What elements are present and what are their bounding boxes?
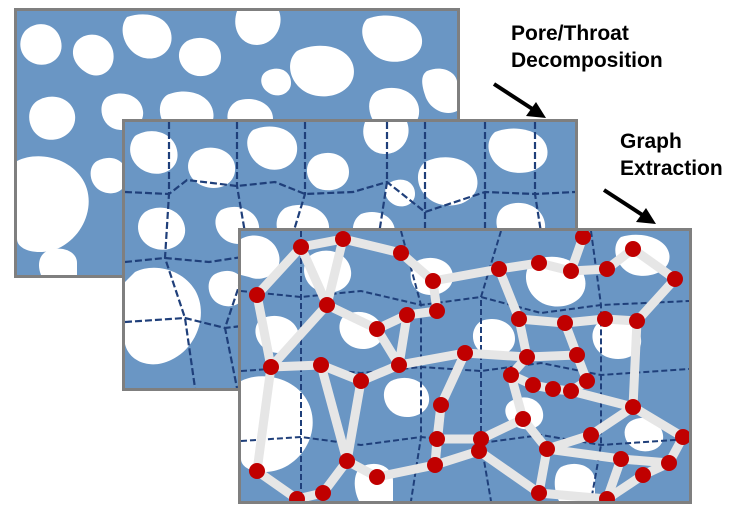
graph-node: [579, 373, 595, 389]
graph-node: [563, 263, 579, 279]
graph-edge: [460, 348, 532, 362]
graph-node: [515, 411, 531, 427]
graph-node: [625, 241, 641, 257]
graph-node: [563, 383, 579, 399]
graph-edge: [252, 290, 276, 372]
graph-node: [597, 311, 613, 327]
graph-node: [339, 453, 355, 469]
graph-edge: [252, 242, 306, 300]
graph-node: [429, 431, 445, 447]
graph-edge: [586, 402, 638, 440]
graph-edge: [494, 264, 524, 324]
graph-edge: [394, 348, 470, 370]
graph-edge: [322, 300, 382, 334]
graph-node: [335, 231, 351, 247]
graph-extraction-step-label: Graph Extraction: [620, 128, 723, 182]
graph-edge: [436, 348, 470, 410]
graph-edge: [428, 264, 504, 286]
graph-node: [425, 273, 441, 289]
graph-extraction-label-line-1: Graph: [620, 130, 682, 153]
graph-edge: [628, 244, 680, 284]
graph-edge: [296, 242, 332, 310]
graph-node: [471, 443, 487, 459]
graph-node: [503, 367, 519, 383]
graph-node: [249, 287, 265, 303]
graph-node: [557, 315, 573, 331]
graph-node: [491, 261, 507, 277]
graph-node: [393, 245, 409, 261]
graph-node: [667, 271, 683, 287]
pore-network-graph-panel: [238, 228, 692, 504]
graph-node: [473, 431, 489, 447]
graph-edge: [322, 234, 348, 310]
graph-node: [625, 399, 641, 415]
graph-node: [249, 463, 265, 479]
graph-node: [629, 313, 645, 329]
graph-edge: [534, 488, 612, 501]
graph-node: [613, 451, 629, 467]
graph-node: [353, 373, 369, 389]
decomposition-label-line-1: Pore/Throat: [511, 22, 629, 45]
graph-node: [545, 381, 561, 397]
graph-node: [429, 303, 445, 319]
graph-node: [675, 429, 689, 445]
graph-edge: [628, 316, 642, 412]
graph-node: [391, 357, 407, 373]
decomposition-step-label: Pore/Throat Decomposition: [511, 20, 663, 74]
graph-edge: [316, 360, 352, 466]
graph-edge: [372, 460, 440, 482]
graph-node: [519, 349, 535, 365]
graph-node: [427, 457, 443, 473]
graph-node: [599, 261, 615, 277]
graph-node: [293, 239, 309, 255]
graph-node: [569, 347, 585, 363]
graph-edge: [522, 350, 582, 362]
graph-node: [661, 455, 677, 471]
graph-node: [575, 231, 591, 245]
graph-edge: [266, 300, 332, 372]
graph-node: [457, 345, 473, 361]
graph-edge: [628, 402, 688, 442]
graph-node: [531, 255, 547, 271]
graph-node: [313, 357, 329, 373]
graph-node: [531, 485, 547, 501]
graph-extraction-arrow-icon: [602, 188, 656, 224]
graph-edge: [474, 446, 544, 498]
graph-node: [289, 491, 305, 501]
graph-edge: [566, 386, 638, 412]
graph-node: [539, 441, 555, 457]
graph-node: [583, 427, 599, 443]
graph-node: [525, 377, 541, 393]
graph-node: [263, 359, 279, 375]
graph-nodes: [249, 231, 689, 501]
graph-edge: [266, 360, 326, 372]
graph-edge: [542, 444, 626, 464]
graph-edge: [252, 466, 302, 501]
graph-node: [399, 307, 415, 323]
decomposition-arrow-icon: [492, 82, 546, 118]
graph-node: [635, 467, 651, 483]
graph-node: [369, 469, 385, 485]
graph-edge: [252, 362, 276, 476]
graph-edge: [632, 274, 680, 326]
pore-network-graph: [241, 231, 689, 501]
decomposition-label-line-2: Decomposition: [511, 49, 663, 72]
graph-edge: [338, 234, 406, 258]
graph-node: [315, 485, 331, 501]
graph-node: [319, 297, 335, 313]
graph-node: [433, 397, 449, 413]
graph-extraction-label-line-2: Extraction: [620, 157, 723, 180]
graph-node: [369, 321, 385, 337]
graph-node: [511, 311, 527, 327]
graph-edge: [342, 376, 366, 466]
graph-edge: [394, 310, 412, 370]
graph-node: [599, 491, 615, 501]
